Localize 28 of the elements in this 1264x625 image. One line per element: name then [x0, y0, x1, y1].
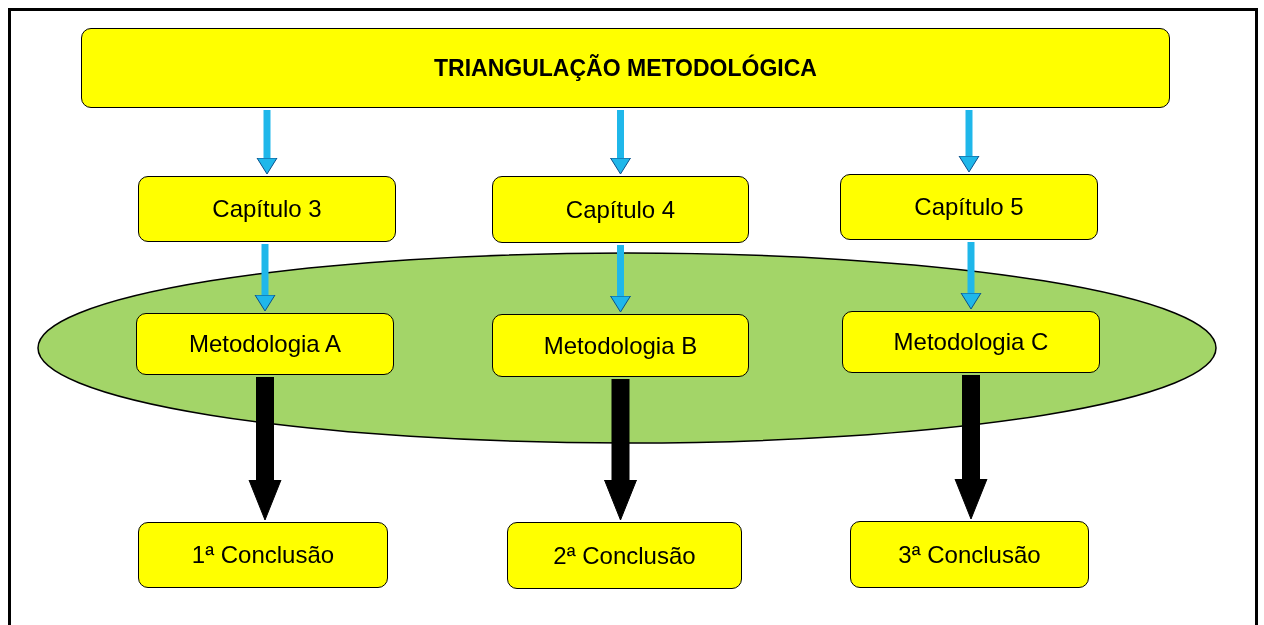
box-label: Capítulo 4: [565, 195, 676, 224]
ellipse-shape: [37, 252, 1217, 444]
thick-arrow: [604, 379, 637, 521]
box-label: 2ª Conclusão: [553, 541, 696, 570]
process-box: [492, 314, 749, 377]
block-arrow: [610, 245, 631, 313]
process-box: [138, 176, 396, 242]
block-arrow: [960, 242, 982, 310]
block-arrow: [254, 244, 276, 312]
box-label: Metodologia C: [893, 328, 1049, 356]
process-box: [842, 311, 1100, 373]
block-arrow: [958, 110, 980, 173]
box-label: Capítulo 5: [914, 193, 1024, 221]
process-box: [840, 174, 1098, 240]
block-arrow: [610, 110, 631, 175]
process-box: [850, 521, 1089, 588]
process-box: [138, 522, 388, 588]
box-label: 1ª Conclusão: [191, 541, 335, 569]
title-text: TRIANGULAÇÃO METODOLÓGICA: [434, 54, 817, 82]
process-box: [492, 176, 749, 243]
block-arrow: [256, 110, 278, 175]
title-box: [81, 28, 1170, 108]
box-label: Capítulo 3: [212, 195, 322, 223]
process-box: [507, 522, 742, 589]
box-label: Metodologia B: [543, 331, 698, 360]
box-label: 3ª Conclusão: [898, 540, 1041, 569]
process-box: [136, 313, 394, 375]
box-label: Metodologia A: [188, 330, 342, 358]
